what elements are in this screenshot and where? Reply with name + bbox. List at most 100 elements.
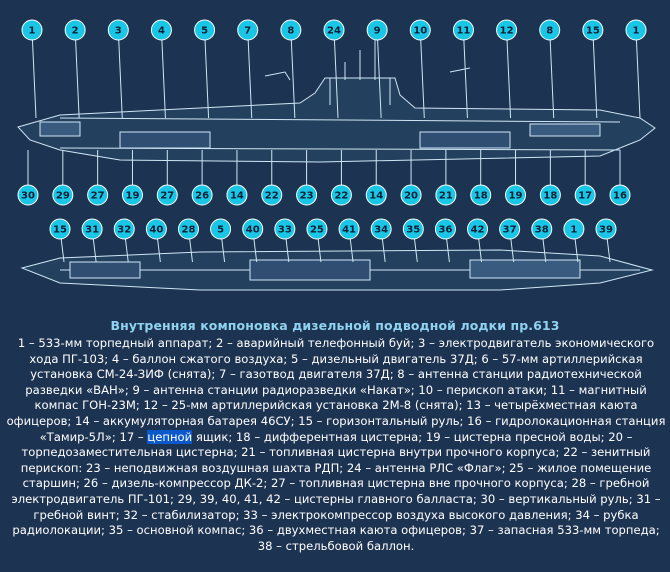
callout-number: 30 [21,191,35,202]
callout-circle [150,19,172,41]
callout-circle [563,218,585,240]
callout-leader [117,29,123,119]
callout-leader [31,29,37,119]
callout-number: 24 [327,26,341,37]
callout-number: 36 [438,225,452,236]
callout-number: 5 [201,26,208,37]
callout-number: 42 [471,225,485,236]
callout-number: 23 [300,191,314,202]
callout-circle [330,184,352,206]
callout-number: 8 [287,26,294,37]
callout-number: 12 [500,26,514,37]
callout-number: 32 [117,225,131,236]
callout-number: 1 [29,26,36,37]
callout-circle [121,184,143,206]
callout-circle [496,19,518,41]
callout-number: 16 [613,191,627,202]
callout-number: 40 [246,225,260,236]
callout-leader [333,29,339,119]
legend-text-before: 1 – 533-мм торпедный аппарат; 2 – аварий… [6,336,666,444]
callout-number: 26 [195,191,209,202]
callout-number: 38 [535,225,549,236]
callout-leader [160,29,166,119]
callout-circle [470,184,492,206]
callout-number: 27 [160,191,174,202]
callout-circle [409,19,431,41]
callout-number: 5 [217,225,224,236]
callout-circle [191,184,213,206]
callout-circle [531,218,553,240]
callout-circle [574,184,596,206]
callout-number: 1 [570,225,577,236]
callout-number: 14 [369,191,383,202]
callout-number: 33 [278,225,292,236]
side-profile [17,40,656,163]
callout-circle [306,218,328,240]
callout-number: 22 [265,191,279,202]
callout-number: 15 [53,225,67,236]
callout-leader [247,29,253,119]
callout-leader [419,29,425,119]
callout-leader [204,29,210,119]
callout-circle [21,19,43,41]
callout-number: 39 [599,225,613,236]
callout-circle [274,218,296,240]
callout-circle [402,218,424,240]
callout-number: 18 [474,191,488,202]
callout-circle [505,184,527,206]
callout-leader [290,29,296,119]
callout-circle [156,184,178,206]
callout-number: 19 [126,191,140,202]
callout-number: 18 [543,191,557,202]
callout-circle [177,218,199,240]
callout-circle [237,19,259,41]
callout-leader [462,29,468,119]
callout-number: 10 [413,26,427,37]
callout-number: 22 [334,191,348,202]
callout-circle [113,218,135,240]
callout-number: 7 [244,26,251,37]
plan-profile [20,249,654,291]
callout-number: 31 [85,225,99,236]
callout-circle [582,19,604,41]
callout-circle [539,19,561,41]
callout-circle [435,184,457,206]
callout-circle [499,218,521,240]
callout-number: 19 [509,191,523,202]
callout-circle [17,184,39,206]
callout-number: 8 [546,26,553,37]
callout-circle [365,184,387,206]
callout-circle [595,218,617,240]
legend-text: 1 – 533-мм торпедный аппарат; 2 – аварий… [6,336,666,554]
caption-title: Внутренняя компоновка дизельной подводно… [110,318,560,333]
callout-circle [210,218,232,240]
callout-leader [592,29,598,119]
callout-circle [194,19,216,41]
callout-circle [49,218,71,240]
callout-number: 11 [456,26,470,37]
callout-circle [323,19,345,41]
callout-circle [145,218,167,240]
callout-leader [376,29,382,119]
callout-number: 28 [182,225,196,236]
callout-circle [261,184,283,206]
callout-number: 41 [342,225,356,236]
callout-circle [52,184,74,206]
callout-number: 40 [149,225,163,236]
callout-leader [74,29,80,119]
callout-circle [609,184,631,206]
callout-number: 14 [230,191,244,202]
callout-number: 2 [72,26,79,37]
callout-circle [280,19,302,41]
highlighted-word: цепной [147,429,193,444]
callout-number: 25 [310,225,324,236]
callout-circle [467,218,489,240]
callout-leader [549,29,555,119]
legend-text-after: ящик; 18 – дифферентная цистерна; 19 – ц… [11,429,661,553]
callout-number: 17 [578,191,592,202]
callout-leader [506,29,512,119]
callout-number: 3 [115,26,122,37]
